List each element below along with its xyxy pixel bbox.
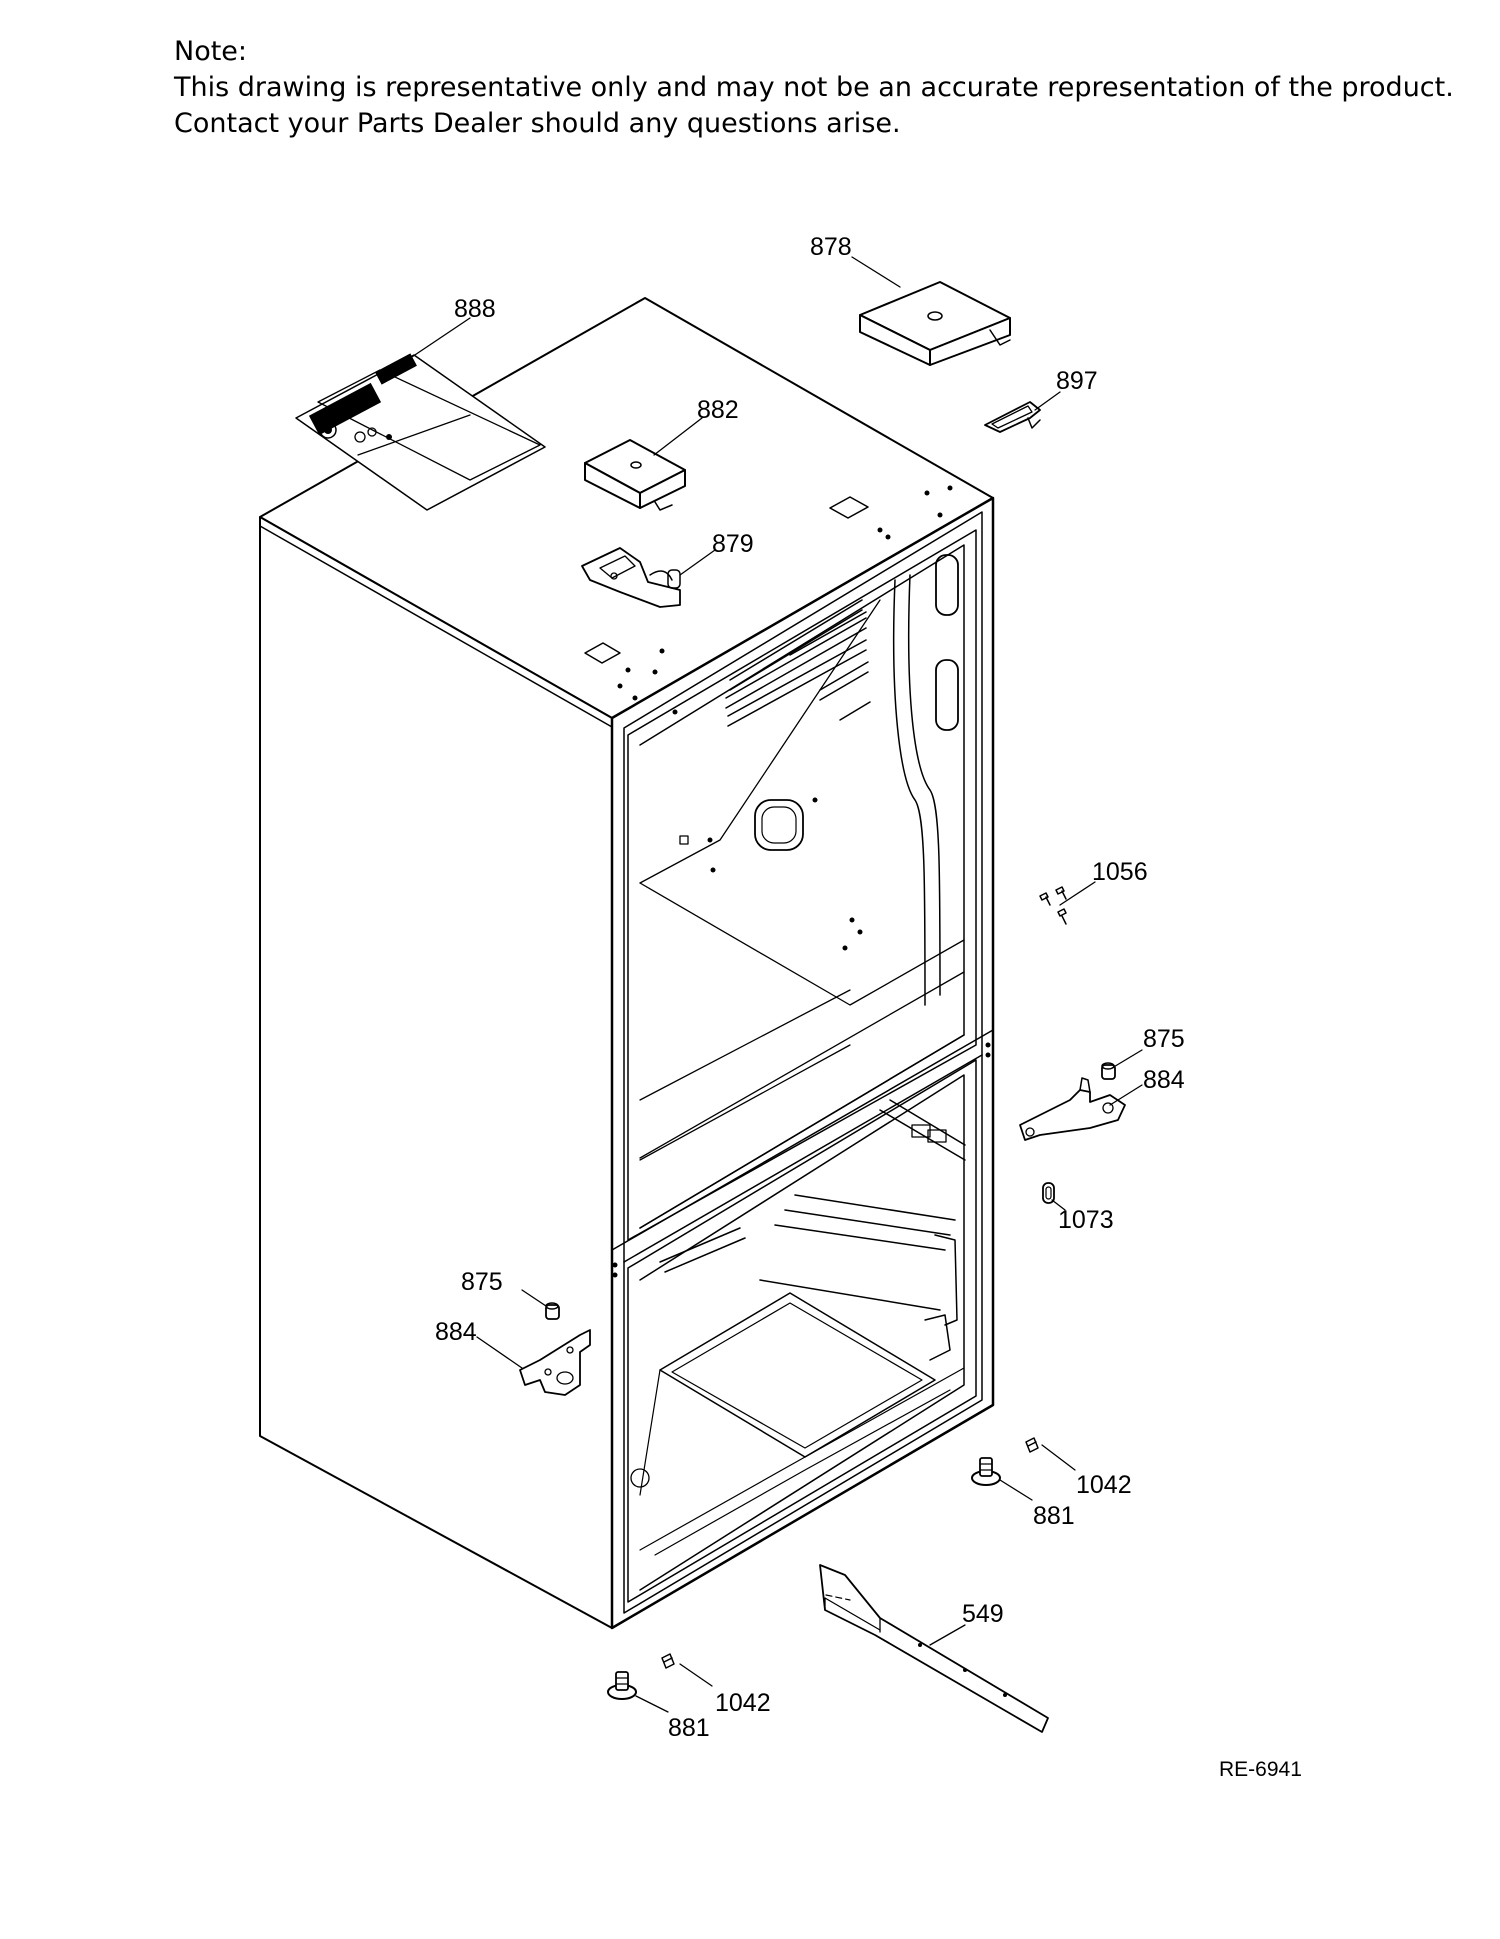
part-884-left-lower-hinge <box>519 1329 591 1396</box>
label-897: 897 <box>1056 367 1098 395</box>
part-1073-clip <box>1042 1182 1055 1204</box>
label-881-right: 881 <box>1033 1502 1075 1530</box>
label-888: 888 <box>454 295 496 323</box>
part-881-right-leveling-leg <box>971 1457 1001 1486</box>
part-1042-right-leveling-screw <box>1025 1437 1039 1453</box>
cabinet-body <box>259 297 995 1630</box>
label-875-right: 875 <box>1143 1025 1185 1053</box>
label-881-left: 881 <box>668 1714 710 1742</box>
label-882: 882 <box>697 396 739 424</box>
label-549: 549 <box>962 1600 1004 1628</box>
label-1042-right: 1042 <box>1076 1471 1132 1499</box>
part-881-left-leveling-leg <box>607 1671 637 1700</box>
drawing-id: RE-6941 <box>1219 1758 1302 1781</box>
part-879-top-hinge <box>581 547 681 608</box>
note-line-2: Contact your Parts Dealer should any que… <box>174 108 901 139</box>
part-878-top-cover <box>859 281 1011 366</box>
label-878: 878 <box>810 233 852 261</box>
label-1073: 1073 <box>1058 1206 1114 1234</box>
note-line-1: This drawing is representative only and … <box>174 72 1454 103</box>
label-1056: 1056 <box>1092 858 1148 886</box>
label-879: 879 <box>712 530 754 558</box>
label-884-left: 884 <box>435 1318 477 1346</box>
part-875-right-hinge-pin <box>1101 1062 1116 1080</box>
disclaimer-note: Note: This drawing is representative onl… <box>174 34 1454 142</box>
part-897-clip <box>984 401 1041 433</box>
label-1042-left: 1042 <box>715 1689 771 1717</box>
part-labels: 878 888 882 897 879 1056 875 884 1073 87… <box>435 233 1185 1742</box>
part-882-hinge-cover <box>584 439 686 511</box>
label-875-left: 875 <box>461 1268 503 1296</box>
part-1056-screws <box>1039 886 1067 925</box>
part-1042-left-leveling-screw <box>661 1653 675 1669</box>
label-884-right: 884 <box>1143 1066 1185 1094</box>
part-549-bracket <box>819 1564 1049 1733</box>
leader-lines <box>384 256 1143 1713</box>
part-875-left-hinge-pin <box>545 1302 560 1320</box>
note-heading: Note: <box>174 36 248 67</box>
part-884-right-middle-hinge <box>1019 1077 1126 1141</box>
